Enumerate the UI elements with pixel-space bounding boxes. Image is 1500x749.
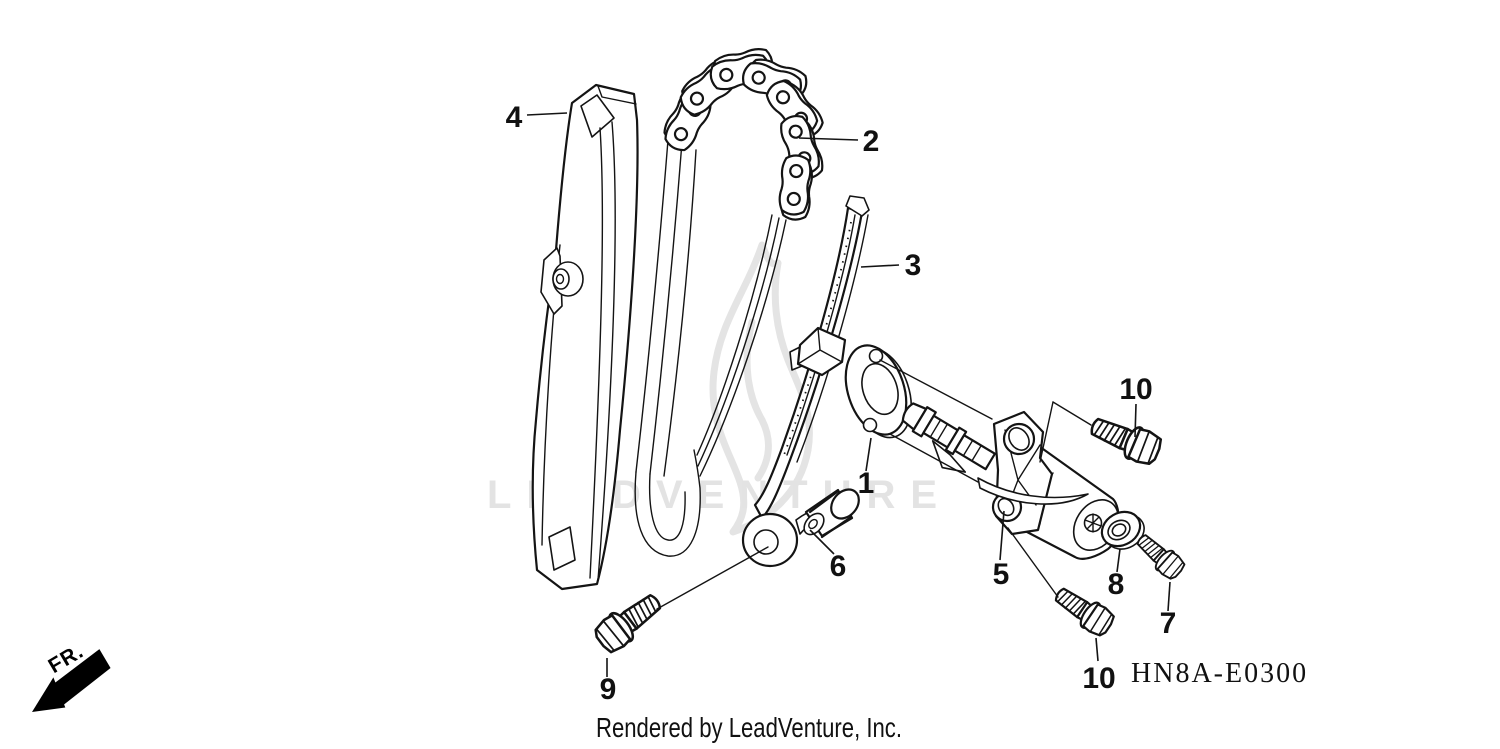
fr-direction-arrow: FR. [32, 640, 111, 712]
part-8-washer [1100, 510, 1145, 550]
callout-2[interactable]: 2 [863, 125, 880, 158]
callout-9[interactable]: 9 [600, 673, 617, 706]
callout-5[interactable]: 5 [993, 558, 1010, 591]
part-6-bushing [803, 488, 860, 539]
part-7-bolt [1131, 528, 1189, 584]
footer-credit: Rendered by LeadVenture, Inc. [596, 712, 902, 743]
projection-lines [656, 359, 1092, 610]
part-9-bolt [589, 585, 669, 658]
callout-7[interactable]: 7 [1160, 607, 1177, 640]
leadventure-flame-watermark [709, 241, 813, 536]
part-5-tensioner-lifter [901, 402, 1120, 560]
diagram-code: HN8A-E0300 [1131, 658, 1308, 689]
callout-4[interactable]: 4 [506, 101, 523, 134]
part-4-chain-guide [531, 83, 639, 591]
leader-lines [526, 112, 1171, 677]
fr-arrow-icon [32, 677, 66, 712]
callout-1[interactable]: 1 [858, 467, 875, 500]
callout-10-bottom[interactable]: 10 [1082, 662, 1115, 695]
callout-10-top[interactable]: 10 [1119, 373, 1152, 406]
part-1-gasket [844, 344, 912, 439]
part-2-cam-chain [634, 45, 829, 557]
callout-8[interactable]: 8 [1108, 568, 1125, 601]
callout-6[interactable]: 6 [830, 550, 847, 583]
part-10-bolt-top [1085, 408, 1166, 470]
callout-3[interactable]: 3 [905, 249, 922, 282]
